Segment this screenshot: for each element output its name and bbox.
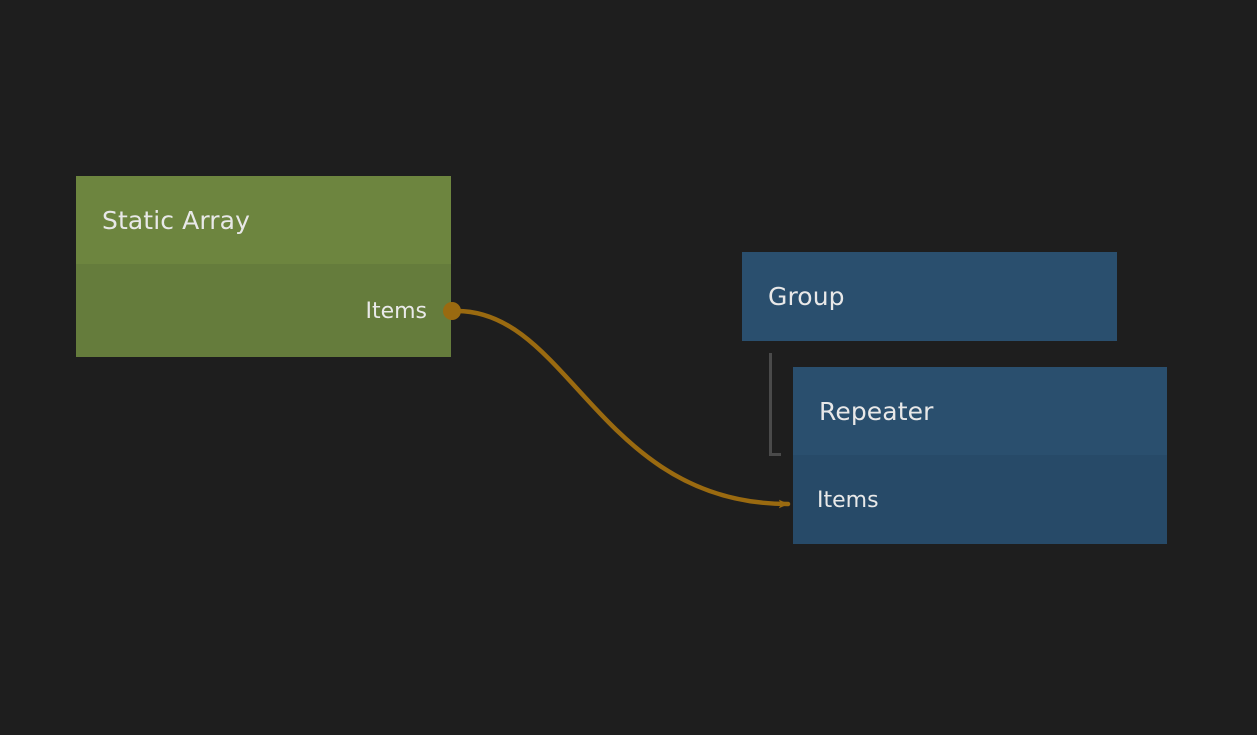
node-group[interactable]: Group xyxy=(742,252,1117,341)
node-repeater-body: Items xyxy=(793,455,1167,544)
port-row-items-input[interactable]: Items xyxy=(793,455,1167,544)
port-label-items-input: Items xyxy=(817,487,879,513)
node-repeater-title: Repeater xyxy=(793,367,1167,455)
node-static-array-body: Items xyxy=(76,264,451,357)
port-connector-dot-items-output[interactable] xyxy=(443,302,461,320)
node-static-array[interactable]: Static Array Items xyxy=(76,176,451,357)
hierarchy-bracket-icon xyxy=(769,353,781,456)
port-label-items-output: Items xyxy=(365,298,427,324)
port-row-items-output[interactable]: Items xyxy=(76,264,451,357)
node-repeater[interactable]: Repeater Items xyxy=(793,367,1167,544)
node-static-array-title: Static Array xyxy=(76,176,451,264)
node-group-title: Group xyxy=(742,252,1117,341)
connection-curve xyxy=(454,308,791,509)
